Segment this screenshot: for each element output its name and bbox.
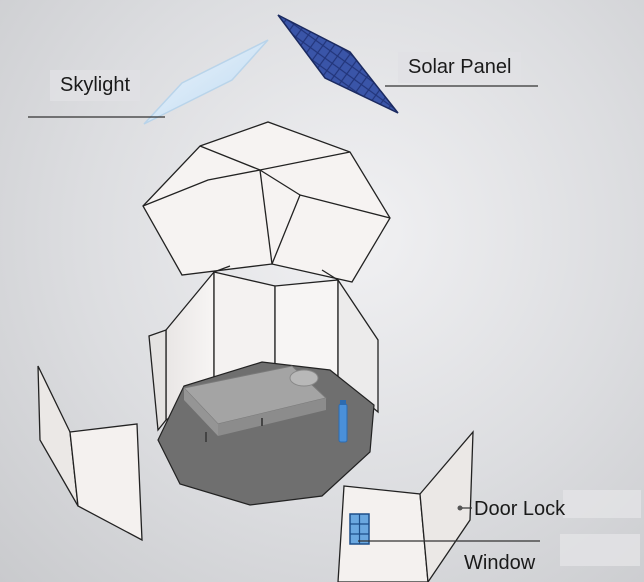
- front-right-door-panel: [337, 430, 474, 582]
- solar-panel-icon: [277, 14, 399, 114]
- front-left-wall-panel: [37, 365, 143, 542]
- bed-icon: [183, 365, 328, 442]
- door-lock-label-backdrop: [563, 490, 641, 518]
- door-lock-icon: [457, 505, 463, 511]
- window-label: Window: [464, 552, 536, 574]
- skylight-icon: [143, 39, 269, 125]
- water-bottle-icon: [338, 400, 348, 443]
- door-lock-label: Door Lock: [474, 498, 566, 520]
- skylight-label: Skylight: [50, 70, 141, 101]
- roof-panel: [142, 121, 391, 283]
- window-icon: [349, 513, 370, 545]
- solar-panel-label: Solar Panel: [398, 52, 522, 83]
- window-label-backdrop: [560, 534, 640, 566]
